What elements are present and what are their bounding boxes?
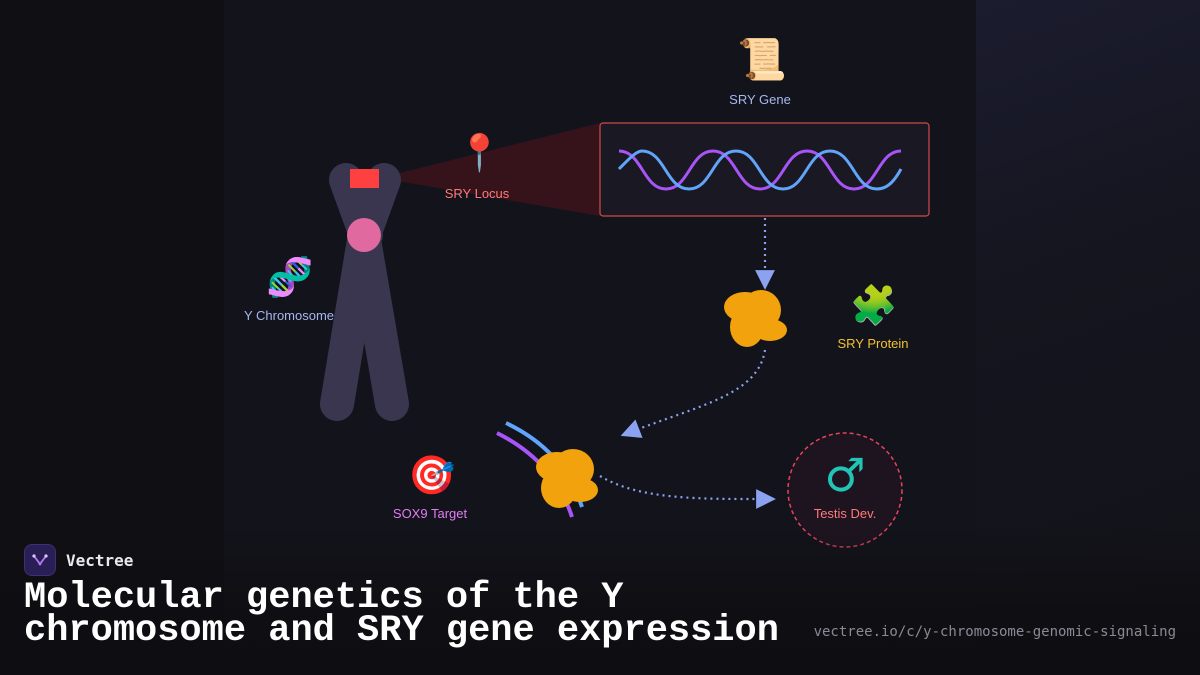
brand: Vectree xyxy=(24,544,133,576)
sry-gene-box xyxy=(599,122,930,217)
footer-fade xyxy=(0,525,1200,675)
y-chromosome xyxy=(320,163,409,421)
target-icon: 🎯 xyxy=(408,453,456,497)
helix-strand-a xyxy=(618,149,902,191)
y-chromosome-label: Y Chromosome xyxy=(243,308,335,323)
sry-protein-label: SRY Protein xyxy=(837,336,909,351)
puzzle-icon: 🧩 xyxy=(850,283,898,327)
source-url: vectree.io/c/y-chromosome-genomic-signal… xyxy=(813,624,1176,640)
pushpin-icon: 📍 xyxy=(457,133,502,174)
sry-locus-label: SRY Locus xyxy=(444,186,510,201)
sry-protein-blob xyxy=(724,290,787,347)
testis-dev-label: Testis Dev. xyxy=(813,506,877,521)
zoom-wedge xyxy=(380,123,600,216)
arrow-sox9-to-testis xyxy=(599,475,776,509)
sox9-protein-blob xyxy=(536,449,598,508)
male-sign-icon: ♂ xyxy=(824,448,866,502)
chromosome-leg-right xyxy=(347,223,409,421)
dna-icon: 🧬 xyxy=(266,255,314,299)
page-title: Molecular genetics of the Y chromosome a… xyxy=(24,577,779,652)
scroll-icon: 📜 xyxy=(737,37,787,83)
sry-locus-marker xyxy=(350,169,379,188)
testis-circle xyxy=(787,432,903,548)
sox9-target-label: SOX9 Target xyxy=(392,506,468,521)
brand-name: Vectree xyxy=(66,550,134,570)
arrow-protein-to-sox9 xyxy=(620,349,767,438)
vectree-logo-icon xyxy=(24,544,56,576)
helix-strand-b xyxy=(617,149,903,191)
centromere xyxy=(347,218,381,252)
sry-gene-label: SRY Gene xyxy=(729,92,791,107)
